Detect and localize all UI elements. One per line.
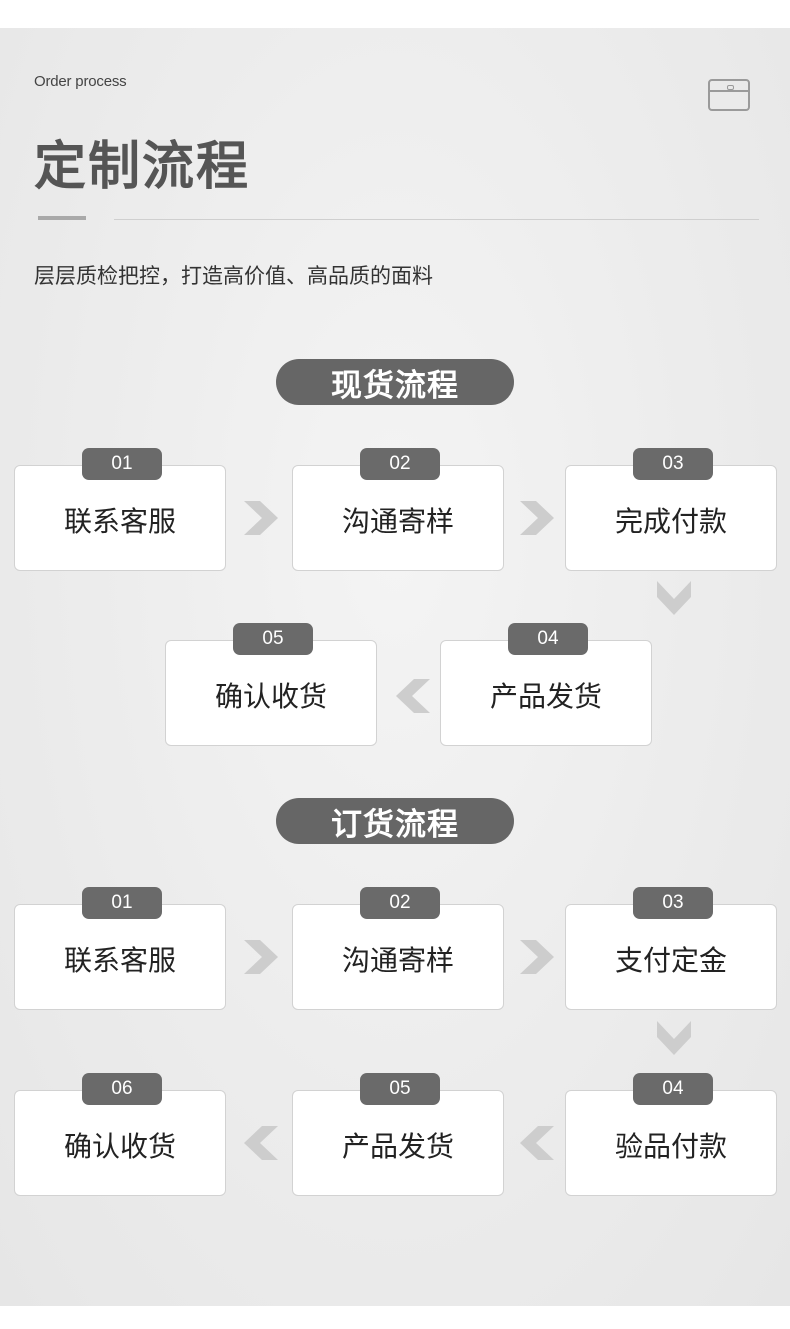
step-label: 产品发货 xyxy=(489,680,602,713)
step-card: 05 确认收货 xyxy=(165,623,377,746)
section-title-stock: 现货流程 xyxy=(276,359,514,405)
step-number-badge: 05 xyxy=(360,1073,440,1105)
step-card: 01 联系客服 xyxy=(14,448,226,571)
step-number-badge: 02 xyxy=(360,448,440,480)
arrow-right-icon xyxy=(516,936,558,978)
step-card: 03 完成付款 xyxy=(565,448,777,571)
arrow-right-icon xyxy=(516,497,558,539)
step-card: 03 支付定金 xyxy=(565,887,777,1010)
page-title: 定制流程 xyxy=(34,137,251,197)
title-accent-rule xyxy=(38,216,86,220)
step-card: 06 确认收货 xyxy=(14,1073,226,1196)
step-card: 02 沟通寄样 xyxy=(292,887,504,1010)
arrow-down-icon xyxy=(653,577,695,619)
step-label: 产品发货 xyxy=(341,1130,454,1163)
arrow-right-icon xyxy=(240,497,282,539)
box-icon xyxy=(708,79,750,111)
step-card: 04 验品付款 xyxy=(565,1073,777,1196)
step-label: 沟通寄样 xyxy=(341,505,454,538)
step-number-badge: 01 xyxy=(82,887,162,919)
arrow-right-icon xyxy=(240,936,282,978)
arrow-left-icon xyxy=(516,1122,558,1164)
step-number-badge: 04 xyxy=(633,1073,713,1105)
eyebrow-text: Order process xyxy=(34,73,127,90)
arrow-left-icon xyxy=(392,675,434,717)
step-label: 完成付款 xyxy=(614,505,727,538)
step-number-badge: 05 xyxy=(233,623,313,655)
step-number-badge: 01 xyxy=(82,448,162,480)
step-number-badge: 06 xyxy=(82,1073,162,1105)
step-card: 01 联系客服 xyxy=(14,887,226,1010)
step-label: 确认收货 xyxy=(214,680,327,713)
page-subtitle: 层层质检把控，打造高价值、高品质的面料 xyxy=(34,264,433,288)
step-number-badge: 03 xyxy=(633,887,713,919)
step-number-badge: 03 xyxy=(633,448,713,480)
step-label: 验品付款 xyxy=(614,1130,727,1163)
step-label: 联系客服 xyxy=(63,944,176,977)
arrow-down-icon xyxy=(653,1017,695,1059)
step-number-badge: 02 xyxy=(360,887,440,919)
step-label: 联系客服 xyxy=(63,505,176,538)
arrow-left-icon xyxy=(240,1122,282,1164)
step-label: 确认收货 xyxy=(63,1130,176,1163)
title-divider xyxy=(114,219,759,220)
step-card: 02 沟通寄样 xyxy=(292,448,504,571)
section-title-order: 订货流程 xyxy=(276,798,514,844)
step-label: 支付定金 xyxy=(614,944,727,977)
step-number-badge: 04 xyxy=(508,623,588,655)
step-label: 沟通寄样 xyxy=(341,944,454,977)
step-card: 04 产品发货 xyxy=(440,623,652,746)
step-card: 05 产品发货 xyxy=(292,1073,504,1196)
